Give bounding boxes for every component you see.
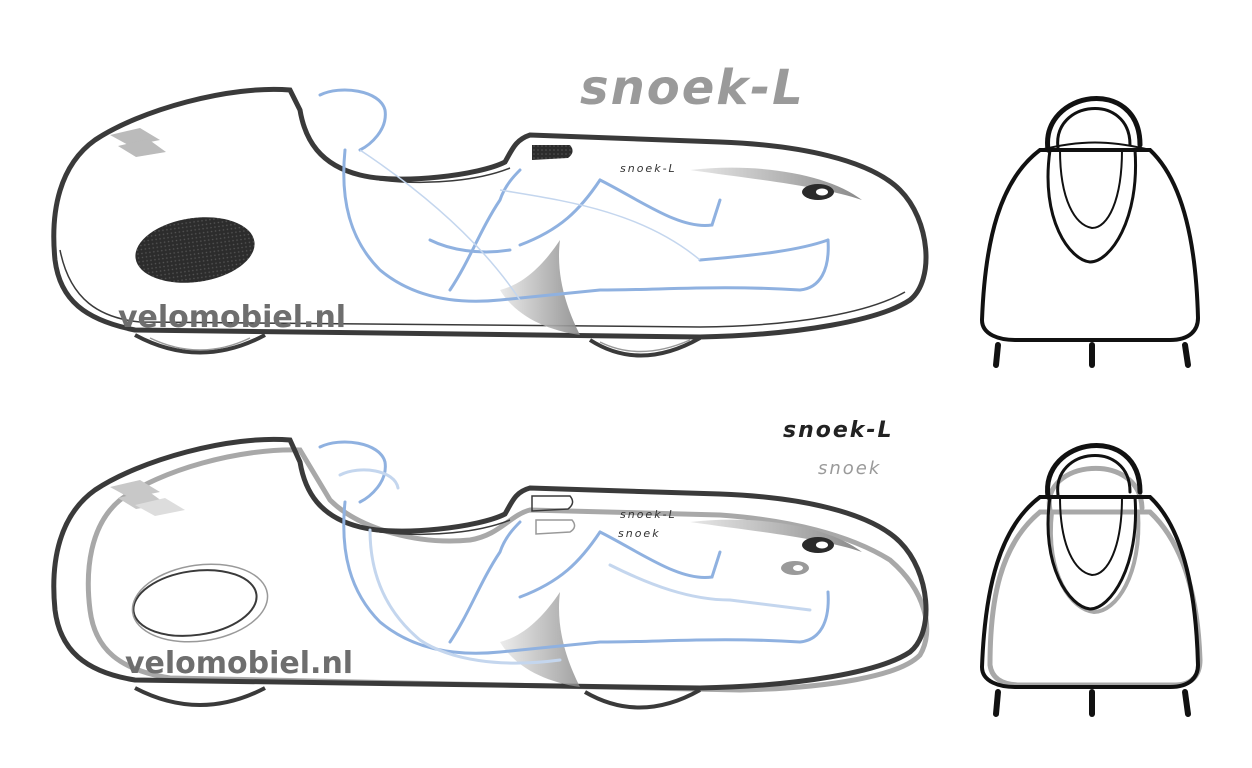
- bottom-body-shell: [51, 436, 929, 691]
- bottom-gray-body: [85, 447, 930, 693]
- top-mesh-vent: [135, 217, 255, 283]
- top-front-leg-left: [993, 342, 1001, 368]
- bottom-front-leg-right: [1182, 689, 1191, 717]
- top-small-window: [532, 145, 573, 160]
- bottom-side-view: velomobiel.nl snoek-L snoek: [51, 436, 930, 710]
- top-wheel-fin: [500, 240, 580, 335]
- title-logo: snoek-L: [580, 60, 805, 116]
- bottom-brand-text: velomobiel.nl: [125, 646, 353, 681]
- bottom-rear-wheel: [134, 686, 266, 707]
- top-side-view: velomobiel.nl snoek-L: [51, 86, 929, 358]
- top-brand-text: velomobiel.nl: [118, 300, 346, 335]
- top-chevrons: [110, 128, 166, 157]
- top-rider: [318, 88, 830, 303]
- bottom-front-wheel: [583, 688, 701, 710]
- top-front-view: [979, 96, 1201, 368]
- bottom-front-view: [979, 443, 1203, 717]
- bottom-chevrons: [110, 480, 185, 516]
- bottom-wheel-fin: [500, 592, 580, 687]
- bottom-front-leg-left: [993, 689, 1001, 717]
- top-front-leg-right: [1182, 342, 1191, 368]
- top-side-logo: snoek-L: [620, 162, 677, 175]
- top-nose-swoosh: [690, 167, 862, 200]
- top-rear-wheel: [134, 333, 266, 355]
- top-body-shell: [51, 86, 929, 340]
- bottom-side-logo-s: snoek: [618, 527, 661, 540]
- bottom-vent-outline: [132, 569, 258, 637]
- bottom-small-window: [531, 495, 574, 512]
- top-front-wheel: [588, 336, 701, 358]
- bottom-side-logo-l: snoek-L: [620, 508, 677, 521]
- bottom-rider: [318, 440, 830, 655]
- legend-secondary: snoek: [818, 458, 881, 479]
- legend-primary: snoek-L: [783, 418, 894, 443]
